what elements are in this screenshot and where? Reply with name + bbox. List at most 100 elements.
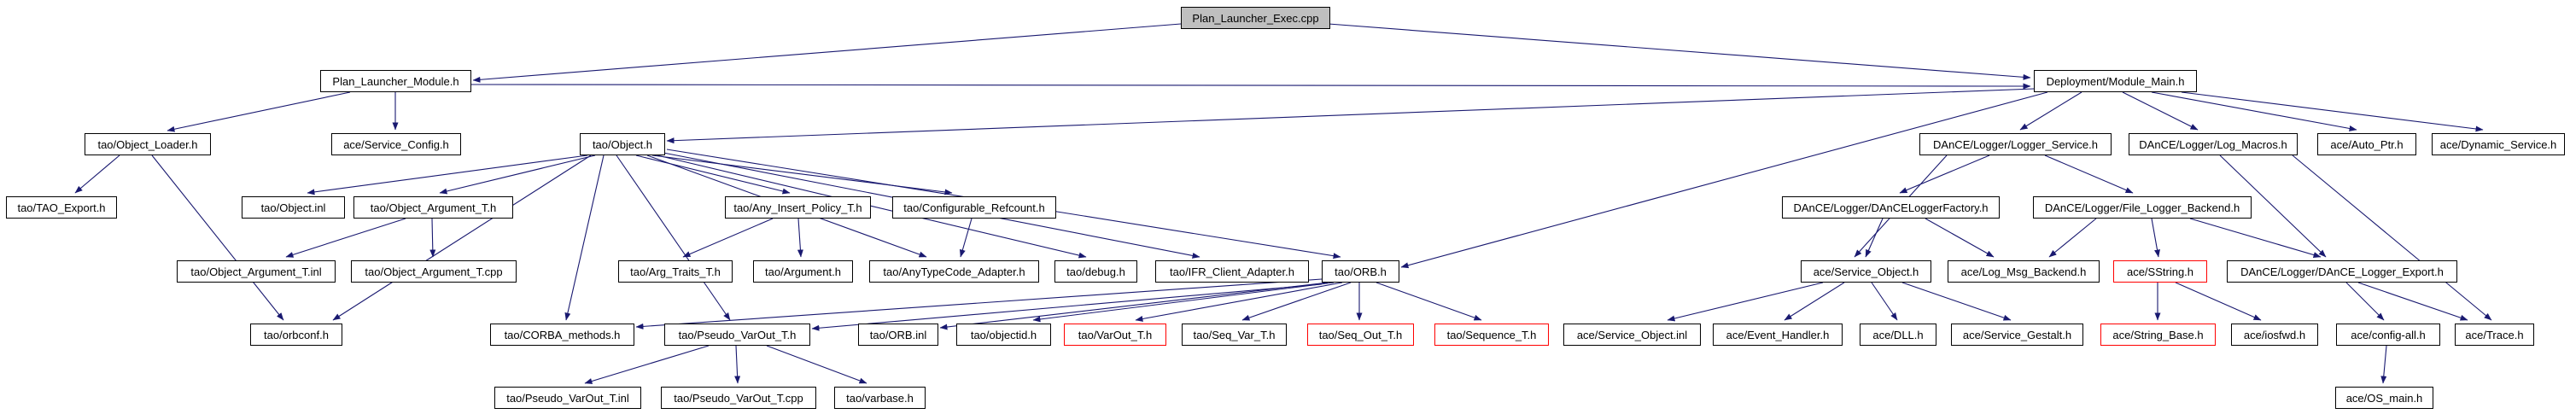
graph-node-seq_var[interactable]: tao/Seq_Var_T.h bbox=[1182, 324, 1287, 346]
graph-node-object_inl[interactable]: tao/Object.inl bbox=[242, 196, 345, 219]
include-edge-conf_refcount-atca bbox=[959, 218, 973, 258]
graph-node-dlf[interactable]: DAnCE/Logger/DAnCELoggerFactory.h bbox=[1782, 196, 2000, 219]
include-edge-orb_h-varout bbox=[1135, 282, 1343, 322]
graph-node-sequence[interactable]: tao/Sequence_T.h bbox=[1434, 324, 1549, 346]
graph-node-log_macros[interactable]: DAnCE/Logger/Log_Macros.h bbox=[2129, 133, 2298, 155]
graph-node-label: ace/Log_Msg_Backend.h bbox=[1960, 265, 2087, 278]
graph-node-os_main[interactable]: ace/OS_main.h bbox=[2335, 387, 2433, 409]
graph-node-auto_ptr[interactable]: ace/Auto_Ptr.h bbox=[2317, 133, 2416, 155]
graph-node-so_inl[interactable]: ace/Service_Object.inl bbox=[1563, 324, 1701, 346]
graph-node-label: tao/CORBA_methods.h bbox=[504, 328, 621, 341]
include-edge-object_h-any_insert bbox=[635, 155, 791, 195]
graph-node-label: ace/Service_Config.h bbox=[343, 137, 449, 151]
graph-node-sstring[interactable]: ace/SString.h bbox=[2113, 260, 2207, 283]
graph-node-varbase[interactable]: tao/varbase.h bbox=[834, 387, 926, 409]
include-edge-so_h-event_handler bbox=[1784, 282, 1845, 321]
graph-node-label: tao/Any_Insert_Policy_T.h bbox=[733, 201, 862, 214]
graph-node-label: ace/Trace.h bbox=[2465, 328, 2524, 341]
graph-node-pvo[interactable]: tao/Pseudo_VarOut_T.h bbox=[664, 324, 810, 346]
graph-node-label: ace/String_Base.h bbox=[2112, 328, 2204, 341]
include-edge-object_loader-orbconf bbox=[151, 155, 284, 321]
graph-node-so_h[interactable]: ace/Service_Object.h bbox=[1801, 260, 1931, 283]
graph-node-dynamic_service[interactable]: ace/Dynamic_Service.h bbox=[2432, 133, 2565, 155]
graph-node-label: tao/Object.h bbox=[592, 137, 653, 151]
graph-node-tao_export[interactable]: tao/TAO_Export.h bbox=[6, 196, 117, 219]
graph-node-service_config[interactable]: ace/Service_Config.h bbox=[331, 133, 461, 155]
graph-node-object_loader[interactable]: tao/Object_Loader.h bbox=[85, 133, 211, 155]
graph-node-label: tao/objectid.h bbox=[970, 328, 1037, 341]
graph-node-any_insert[interactable]: tao/Any_Insert_Policy_T.h bbox=[725, 196, 871, 219]
include-edge-flb-lmb bbox=[2048, 218, 2097, 258]
include-edge-plm-mm bbox=[470, 83, 2031, 90]
graph-node-service_gestalt[interactable]: ace/Service_Gestalt.h bbox=[1951, 324, 2083, 346]
include-edge-orb_h-corba_methods bbox=[635, 278, 1323, 329]
include-edge-config_all-os_main bbox=[2380, 345, 2387, 384]
graph-node-ifr[interactable]: tao/IFR_Client_Adapter.h bbox=[1155, 260, 1309, 283]
include-edge-mm-object_h bbox=[666, 88, 2035, 144]
graph-node-label: tao/Argument.h bbox=[765, 265, 841, 278]
graph-node-label: tao/Seq_Var_T.h bbox=[1193, 328, 1276, 341]
include-edge-exec-plm bbox=[472, 23, 1182, 83]
include-edge-log_macros-dle bbox=[2219, 155, 2327, 258]
include-edge-mm-orb_h bbox=[1400, 91, 2048, 269]
graph-node-logger_service[interactable]: DAnCE/Logger/Logger_Service.h bbox=[1919, 133, 2112, 155]
graph-node-corba_methods[interactable]: tao/CORBA_methods.h bbox=[490, 324, 634, 346]
include-edge-so_h-service_gestalt bbox=[1901, 282, 2012, 321]
graph-node-dle[interactable]: DAnCE/Logger/DAnCE_Logger_Export.h bbox=[2227, 260, 2457, 283]
graph-node-trace[interactable]: ace/Trace.h bbox=[2455, 324, 2534, 346]
include-edge-object_h-object_inl bbox=[307, 155, 588, 195]
graph-node-conf_refcount[interactable]: tao/Configurable_Refcount.h bbox=[892, 196, 1056, 219]
graph-node-oat_inl[interactable]: tao/Object_Argument_T.inl bbox=[177, 260, 336, 283]
graph-node-plm[interactable]: Plan_Launcher_Module.h bbox=[320, 70, 471, 92]
include-edge-orb_h-sequence bbox=[1376, 282, 1482, 321]
include-edge-pvo-pvo_cpp bbox=[734, 345, 741, 384]
include-edge-pvo-varbase bbox=[766, 345, 867, 384]
graph-node-label: tao/Pseudo_VarOut_T.h bbox=[678, 328, 797, 341]
graph-node-label: tao/Pseudo_VarOut_T.cpp bbox=[674, 391, 803, 405]
graph-node-label: tao/Configurable_Refcount.h bbox=[903, 201, 1045, 214]
graph-node-label: tao/IFR_Client_Adapter.h bbox=[1170, 265, 1294, 278]
graph-node-objectid[interactable]: tao/objectid.h bbox=[956, 324, 1051, 346]
graph-node-label: ace/Dynamic_Service.h bbox=[2439, 137, 2557, 151]
graph-node-flb[interactable]: DAnCE/Logger/File_Logger_Backend.h bbox=[2033, 196, 2252, 219]
graph-node-dll[interactable]: ace/DLL.h bbox=[1860, 324, 1936, 346]
graph-node-label: Plan_Launcher_Module.h bbox=[332, 74, 459, 88]
include-edge-object_h-corba_methods bbox=[564, 155, 605, 321]
graph-node-label: DAnCE/Logger/File_Logger_Backend.h bbox=[2044, 201, 2240, 214]
graph-node-label: tao/AnyTypeCode_Adapter.h bbox=[883, 265, 1025, 278]
include-edge-mm-dynamic_service bbox=[2181, 91, 2484, 132]
graph-node-label: tao/Seq_Out_T.h bbox=[1318, 328, 1403, 341]
graph-node-orbconf[interactable]: tao/orbconf.h bbox=[250, 324, 342, 346]
graph-node-varout[interactable]: tao/VarOut_T.h bbox=[1064, 324, 1166, 346]
graph-node-orb_h[interactable]: tao/ORB.h bbox=[1322, 260, 1399, 283]
include-edge-dlf-lmb bbox=[1925, 218, 1995, 258]
graph-node-object_h[interactable]: tao/Object.h bbox=[580, 133, 665, 155]
include-edge-mm-auto_ptr bbox=[2151, 91, 2357, 131]
graph-node-pvo_cpp[interactable]: tao/Pseudo_VarOut_T.cpp bbox=[661, 387, 816, 409]
graph-node-arg_traits[interactable]: tao/Arg_Traits_T.h bbox=[618, 260, 733, 283]
include-edge-any_insert-arg_traits bbox=[682, 218, 774, 258]
graph-node-seq_out[interactable]: tao/Seq_Out_T.h bbox=[1307, 324, 1414, 346]
graph-node-lmb[interactable]: ace/Log_Msg_Backend.h bbox=[1948, 260, 2100, 283]
graph-node-argument[interactable]: tao/Argument.h bbox=[753, 260, 853, 283]
graph-node-oat_h[interactable]: tao/Object_Argument_T.h bbox=[353, 196, 513, 219]
graph-node-config_all[interactable]: ace/config-all.h bbox=[2336, 324, 2440, 346]
graph-node-atca[interactable]: tao/AnyTypeCode_Adapter.h bbox=[869, 260, 1039, 283]
graph-node-label: tao/orbconf.h bbox=[264, 328, 329, 341]
include-edge-mm-log_macros bbox=[2122, 91, 2199, 131]
graph-node-mm[interactable]: Deployment/Module_Main.h bbox=[2034, 70, 2197, 92]
graph-node-string_base[interactable]: ace/String_Base.h bbox=[2100, 324, 2216, 346]
include-edge-plm-object_loader bbox=[166, 91, 351, 132]
graph-node-pvo_inl[interactable]: tao/Pseudo_VarOut_T.inl bbox=[494, 387, 641, 409]
graph-node-event_handler[interactable]: ace/Event_Handler.h bbox=[1713, 324, 1843, 346]
include-edge-so_h-dll bbox=[1871, 282, 1898, 321]
graph-node-debug[interactable]: tao/debug.h bbox=[1054, 260, 1137, 283]
graph-node-iosfwd[interactable]: ace/iosfwd.h bbox=[2231, 324, 2318, 346]
graph-node-orb_inl[interactable]: tao/ORB.inl bbox=[858, 324, 938, 346]
graph-node-label: ace/Service_Object.inl bbox=[1576, 328, 1688, 341]
graph-node-oat_cpp[interactable]: tao/Object_Argument_T.cpp bbox=[351, 260, 517, 283]
include-edge-object_h-debug bbox=[657, 155, 1087, 259]
include-edge-oat_h-oat_inl bbox=[285, 218, 406, 258]
include-edge-object_h-pvo bbox=[616, 155, 731, 321]
